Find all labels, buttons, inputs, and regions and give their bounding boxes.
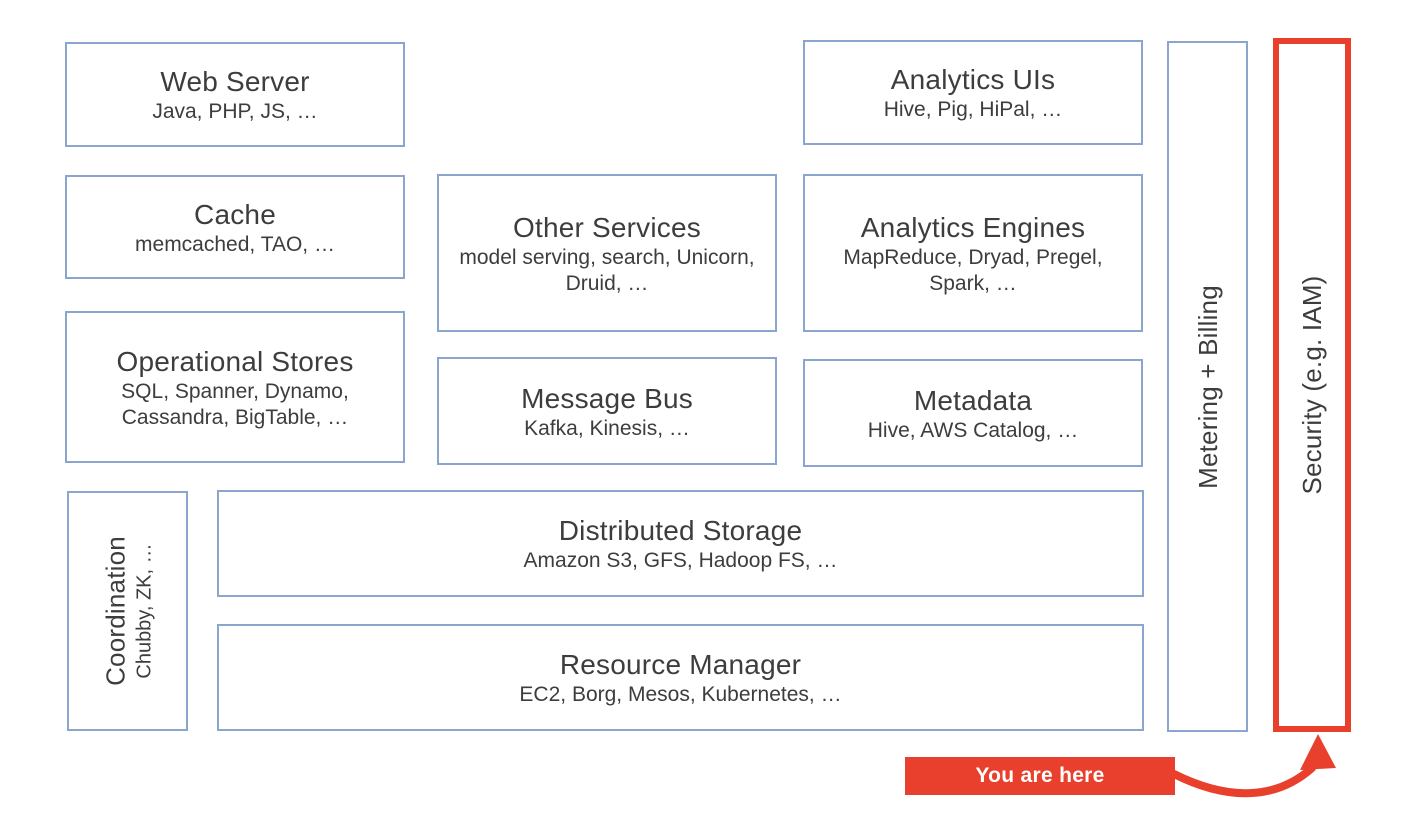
- you-are-here-callout: You are here: [905, 757, 1175, 795]
- box-subtitle: Hive, AWS Catalog, …: [867, 418, 1079, 442]
- box-title: Coordination: [100, 536, 131, 686]
- box-operational-stores: Operational Stores SQL, Spanner, Dynamo,…: [65, 311, 405, 463]
- vertical-text-wrap: Security (e.g. IAM): [1296, 275, 1329, 494]
- box-message-bus: Message Bus Kafka, Kinesis, …: [437, 357, 777, 465]
- box-subtitle: EC2, Borg, Mesos, Kubernetes, …: [519, 683, 842, 707]
- box-resource-manager: Resource Manager EC2, Borg, Mesos, Kuber…: [217, 624, 1144, 731]
- box-analytics-uis: Analytics UIs Hive, Pig, HiPal, …: [803, 40, 1143, 145]
- box-other-services: Other Services model serving, search, Un…: [437, 174, 777, 332]
- box-title: Metadata: [913, 384, 1033, 416]
- box-title: Message Bus: [521, 382, 693, 414]
- you-are-here-label: You are here: [975, 764, 1105, 787]
- box-subtitle: model serving, search, Unicorn, Druid, …: [459, 245, 755, 295]
- box-cache: Cache memcached, TAO, …: [65, 175, 405, 279]
- box-title: Resource Manager: [559, 649, 802, 681]
- box-subtitle: Kafka, Kinesis, …: [524, 416, 690, 440]
- box-title: Security (e.g. IAM): [1296, 275, 1327, 495]
- box-title: Web Server: [160, 66, 310, 98]
- box-title: Other Services: [513, 211, 701, 243]
- box-title: Analytics UIs: [890, 64, 1056, 96]
- box-coordination: Coordination Chubby, ZK, …: [67, 491, 188, 731]
- box-title: Analytics Engines: [860, 211, 1086, 243]
- box-subtitle: Amazon S3, GFS, Hadoop FS, …: [523, 549, 838, 573]
- box-web-server: Web Server Java, PHP, JS, …: [65, 42, 405, 147]
- box-subtitle: SQL, Spanner, Dynamo, Cassandra, BigTabl…: [121, 379, 349, 429]
- vertical-text-wrap: Metering + Billing: [1191, 285, 1224, 489]
- box-subtitle: Hive, Pig, HiPal, …: [883, 98, 1063, 122]
- box-subtitle: MapReduce, Dryad, Pregel, Spark, …: [843, 245, 1103, 295]
- box-title: Metering + Billing: [1192, 284, 1223, 489]
- box-subtitle: Java, PHP, JS, …: [152, 100, 318, 124]
- box-subtitle: Chubby, ZK, …: [132, 543, 155, 679]
- box-subtitle: memcached, TAO, …: [135, 232, 335, 256]
- box-metadata: Metadata Hive, AWS Catalog, …: [803, 359, 1143, 467]
- box-title: Distributed Storage: [558, 515, 803, 547]
- box-title: Operational Stores: [116, 345, 354, 377]
- box-distributed-storage: Distributed Storage Amazon S3, GFS, Hado…: [217, 490, 1144, 597]
- box-security-highlighted: Security (e.g. IAM): [1273, 38, 1351, 732]
- box-title: Cache: [194, 198, 276, 230]
- box-metering-billing: Metering + Billing: [1167, 41, 1248, 732]
- box-analytics-engines: Analytics Engines MapReduce, Dryad, Preg…: [803, 174, 1143, 332]
- vertical-text-wrap: Coordination Chubby, ZK, …: [99, 536, 156, 686]
